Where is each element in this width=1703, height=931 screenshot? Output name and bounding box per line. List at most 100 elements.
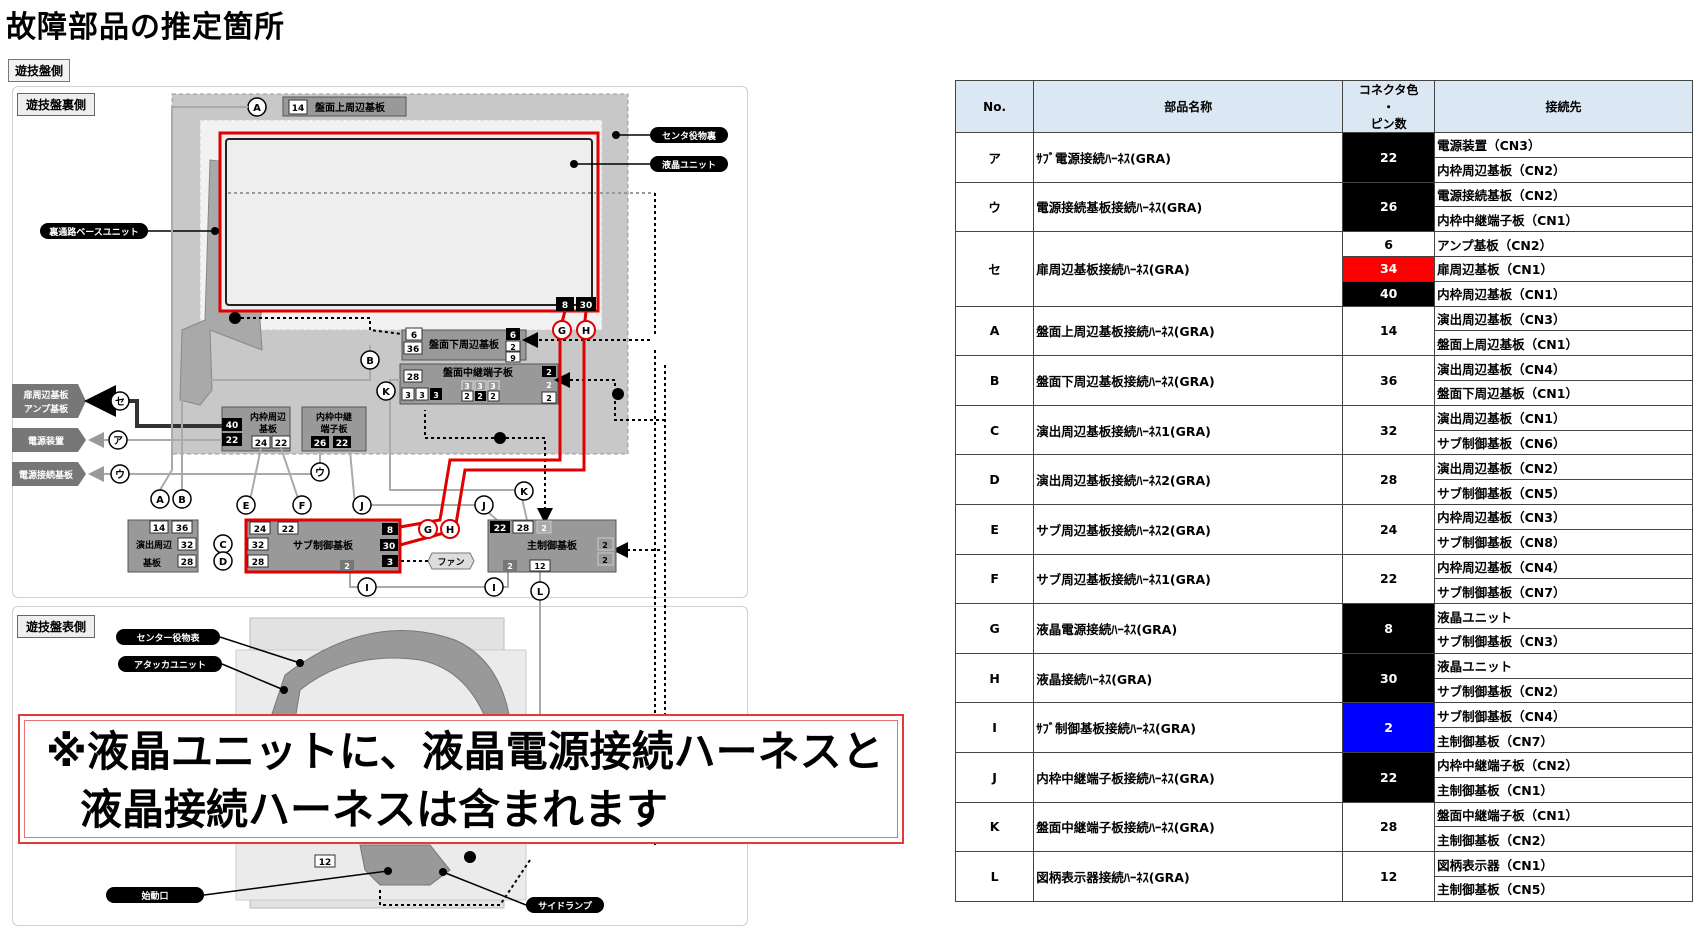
letter-g	[552, 320, 572, 340]
cell-destination: 盤面上周辺基板（CN1）	[1434, 330, 1693, 357]
effect-pin-28-text: 28	[181, 558, 194, 568]
parts-table: No. 部品名称 コネクタ色 ・ ピン数 接続先 アｻﾌﾞ電源接続ﾊｰﾈｽ(GR…	[954, 80, 1693, 902]
table-row: 主制御基板（CN7）	[956, 727, 1693, 753]
sub-pin-3	[382, 555, 398, 567]
side-tag: 遊技盤側	[8, 59, 71, 82]
cell-part-name: 演出周辺基板接続ﾊｰﾈｽ1(GRA)	[1033, 404, 1344, 456]
letter-h-2-text: H	[446, 525, 454, 536]
main-pin-2-bot-text: 2	[507, 562, 513, 571]
cell-pin-count: 6	[1342, 231, 1436, 257]
main-pin-2b	[597, 552, 614, 566]
sub-pin-28-text: 28	[252, 558, 265, 568]
lcd-inner	[225, 138, 593, 306]
cell-pin-count: 28	[1342, 454, 1436, 505]
svg-text:C: C	[219, 540, 226, 551]
cell-pin-count: 14	[1342, 305, 1436, 357]
main-control-label: 主制御基板	[527, 539, 578, 552]
inner-board-pin-22	[222, 433, 242, 446]
cell-part-name: ｻﾌﾞ電源接続ﾊｰﾈｽ(GRA)	[1033, 132, 1344, 183]
cell-part-name: 盤面上周辺基板接続ﾊｰﾈｽ(GRA)	[1033, 305, 1344, 357]
letter-u	[110, 464, 130, 484]
svg-text:始動口: 始動口	[141, 890, 168, 902]
dot-junction-2	[494, 432, 506, 444]
front-pin-12	[314, 854, 336, 868]
cell-destination: 電源接続基板（CN2）	[1434, 181, 1693, 208]
cell-no: J	[954, 751, 1035, 803]
effect-pin-28	[177, 554, 197, 568]
cell-no: セ	[954, 231, 1035, 307]
main-pin-2b-text: 2	[602, 556, 608, 565]
lcd-pin-8-text: 8	[562, 301, 568, 311]
cell-destination: サブ制御基板（CN8）	[1434, 528, 1693, 555]
table-row: 主制御基板（CN2）	[956, 826, 1693, 853]
cell-pin-count: 28	[1342, 801, 1436, 853]
relay-pins-3: 3 3 3 3 3 3 2 2 2 2 2 2	[401, 366, 557, 404]
svg-text:2: 2	[546, 394, 552, 403]
cell-destination: 内枠中継端子板（CN2）	[1434, 751, 1693, 778]
main-pin-28	[512, 520, 534, 534]
relay-pin-28	[403, 369, 423, 383]
cell-pin-count: 36	[1342, 355, 1436, 406]
inner-board-pin-24-text: 24	[255, 439, 268, 449]
svg-text:センタ役物裏: センタ役物裏	[662, 130, 717, 142]
bottom-board-pin-6r	[506, 328, 520, 340]
cell-destination: サブ制御基板（CN5）	[1434, 479, 1693, 505]
cell-no: L	[954, 851, 1035, 902]
inner-board-pin-40	[222, 418, 242, 431]
main-pin-2a	[597, 537, 614, 551]
cell-pin-count: 22	[1342, 751, 1436, 803]
box-power-conn: 電源接続基板	[12, 462, 86, 486]
cell-no: A	[954, 305, 1035, 357]
lcd-pin-8	[556, 297, 574, 311]
effect-pin-14	[149, 520, 169, 534]
front-panel-label: 遊技盤表側	[17, 615, 96, 638]
notice-line-2: 液晶接続ハーネスは含まれます	[80, 785, 669, 834]
effect-pin-36	[171, 520, 193, 534]
inner-relay-pin-22-text: 22	[336, 439, 349, 449]
cell-no: D	[954, 454, 1035, 505]
lower-shape	[359, 844, 451, 886]
dot-junction-front	[464, 851, 476, 863]
svg-text:3: 3	[433, 391, 439, 400]
letter-g-2	[418, 519, 438, 539]
table-header-row: No. 部品名称 コネクタ色 ・ ピン数 接続先	[954, 80, 1693, 133]
sub-pin-30	[380, 539, 398, 551]
cell-part-name: サブ周辺基板接続ﾊｰﾈｽ1(GRA)	[1033, 553, 1344, 605]
wire-gray-a	[159, 106, 248, 491]
cell-destination: 演出周辺基板（CN4）	[1434, 355, 1693, 381]
svg-text:I: I	[365, 583, 369, 594]
cell-no: K	[954, 801, 1035, 853]
cell-part-name: 演出周辺基板接続ﾊｰﾈｽ2(GRA)	[1033, 454, 1344, 505]
cell-destination: 液晶ユニット	[1434, 603, 1693, 629]
letter-se-text: セ	[115, 396, 125, 408]
svg-text:電源装置: 電源装置	[28, 435, 64, 447]
header-no: No.	[954, 80, 1035, 133]
wire-dotted-7	[500, 437, 553, 524]
inner-relay-label-1: 内枠中継	[316, 411, 352, 423]
inner-relay-pin-26	[311, 436, 329, 448]
svg-text:電源接続基板: 電源接続基板	[19, 469, 74, 481]
cell-destination: 電源装置（CN3）	[1434, 132, 1693, 158]
cell-no: C	[954, 404, 1035, 456]
back-panel-label: 遊技盤裏側	[17, 93, 96, 116]
effect-pin-32-text: 32	[181, 541, 194, 551]
cell-no: ア	[954, 132, 1035, 183]
cell-destination: 内枠周辺基板（CN2）	[1434, 156, 1693, 183]
table-row: 盤面上周辺基板（CN1）	[956, 330, 1693, 357]
top-board-label: 盤面上周辺基板	[314, 101, 386, 114]
sub-pin-8	[382, 523, 398, 535]
inner-board-label-1: 内枠周辺	[250, 411, 286, 423]
main-pin-2-top-text: 2	[541, 524, 547, 533]
letter-h	[576, 320, 596, 340]
cell-no: E	[954, 503, 1035, 555]
svg-text:3: 3	[419, 391, 425, 400]
svg-text:J: J	[359, 501, 364, 512]
effect-pin-32	[177, 537, 197, 551]
main-pin-2-bot	[503, 560, 517, 571]
